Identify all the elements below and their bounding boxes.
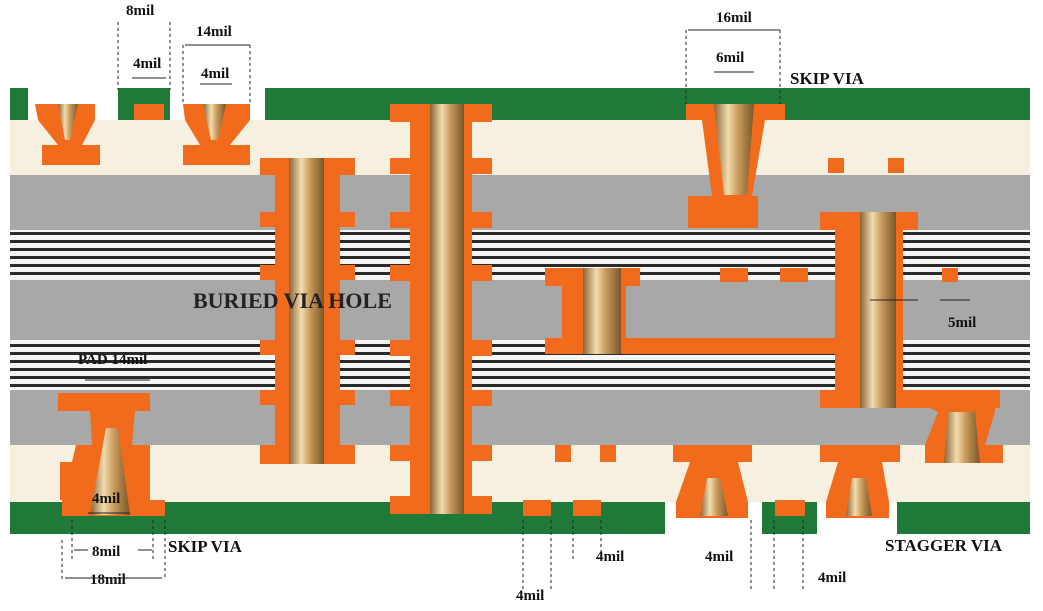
label-skip-via-top: SKIP VIA	[790, 69, 865, 88]
pad-bottom-2	[600, 445, 616, 462]
dim-6mil-top: 6mil	[716, 50, 744, 66]
pad-small-3	[828, 158, 844, 173]
prepreg-top	[10, 120, 1030, 175]
pad-bottom-4	[573, 500, 601, 516]
dim-4mil-bottom-right-b: 4mil	[818, 570, 846, 586]
dim-5mil-right: 5mil	[948, 315, 976, 331]
inner-buried-via	[545, 268, 835, 354]
dimension-lines	[61, 22, 970, 590]
buried-via	[260, 158, 355, 464]
dim-4mil-bottom-right-a: 4mil	[705, 549, 733, 565]
skip-via-top-right	[686, 104, 785, 228]
pad-bottom-5	[775, 500, 805, 516]
microvia-top-left	[35, 104, 100, 165]
microvia-top-2	[183, 104, 250, 165]
skip-via-bottom-left	[58, 393, 165, 516]
dim-8mil-top: 8mil	[126, 3, 154, 19]
pad-small-4	[888, 158, 904, 173]
microvia-bottom-2	[820, 445, 900, 518]
stagger-microvia	[925, 408, 1003, 463]
pad-top-small	[134, 104, 164, 120]
label-stagger-via: STAGGER VIA	[885, 536, 1003, 555]
dim-8mil-bottom: 8mil	[92, 544, 120, 560]
dim-18mil-bottom: 18mil	[90, 572, 126, 588]
dim-4mil-top-left: 4mil	[133, 56, 161, 72]
stagger-buried-via	[820, 212, 1000, 408]
bottom-solder-mask	[10, 502, 1030, 534]
dim-4mil-top-b: 4mil	[201, 66, 229, 82]
pad-small-2	[780, 268, 808, 282]
dim-14mil-top: 14mil	[196, 24, 232, 40]
dim-4mil-bottom-mid-a: 4mil	[596, 549, 624, 565]
dim-4mil-bottom-mid-b: 4mil	[516, 588, 544, 604]
pad-bottom-3	[523, 500, 551, 516]
pad-small-5	[942, 268, 958, 282]
label-skip-via-bottom: SKIP VIA	[168, 537, 243, 556]
dim-16mil-top: 16mil	[716, 10, 752, 26]
pad-small-1	[720, 268, 748, 282]
label-pad: PAD 14mil	[78, 352, 147, 368]
label-buried-via: BURIED VIA HOLE	[193, 288, 392, 313]
through-hole-via	[390, 104, 492, 514]
microvia-bottom-1	[673, 445, 752, 518]
pad-bottom-1	[555, 445, 571, 462]
dim-4mil-drill: 4mil	[92, 491, 120, 507]
